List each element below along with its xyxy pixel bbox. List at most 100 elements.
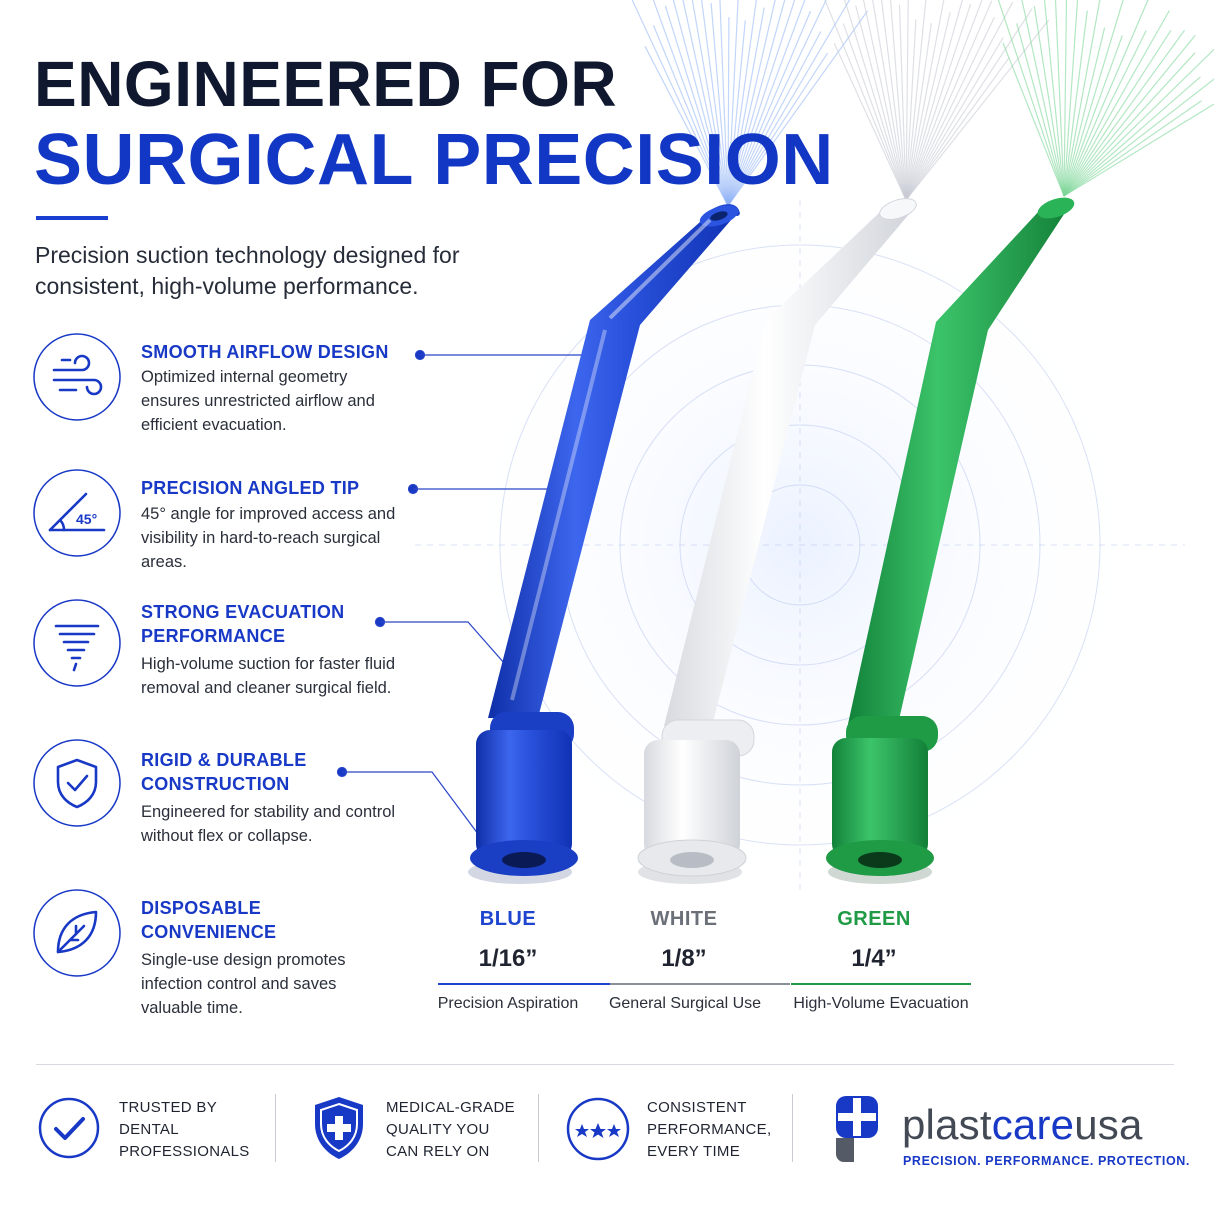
spray-ray	[872, 0, 907, 201]
spray-ray	[1063, 0, 1101, 197]
spray-ray	[1063, 0, 1068, 197]
brand-part-accent: care	[991, 1101, 1075, 1148]
spray-ray	[1033, 6, 1065, 197]
spray-ray	[1063, 27, 1106, 197]
spray-ray	[1063, 100, 1202, 197]
spray-ray	[727, 10, 868, 207]
size-color-name: GREEN	[837, 908, 911, 930]
spray-ray	[1063, 48, 1214, 197]
footer-separator	[275, 1094, 276, 1162]
airflow-icon	[33, 333, 121, 421]
spray-ray	[905, 8, 1033, 201]
callout-lines	[336, 349, 608, 843]
spray-ray	[1063, 52, 1196, 197]
spray-ray	[905, 58, 1010, 201]
spray-ray	[1063, 0, 1124, 197]
spray-ray	[727, 0, 757, 207]
spray-ray	[1063, 30, 1147, 197]
suction-tip-white	[637, 198, 917, 884]
size-value: 1/4”	[851, 945, 897, 972]
spray-ray	[1054, 0, 1065, 197]
spray-ray	[905, 19, 917, 201]
spray-ray	[905, 19, 1050, 201]
suction-tip-green	[826, 197, 1075, 884]
spray-ray	[631, 0, 729, 207]
feature-desc: Engineered for stability and control wit…	[141, 803, 396, 845]
feature-title-line1: DISPOSABLE	[141, 898, 262, 918]
badge-text: MEDICAL-GRADE QUALITY YOU CAN RELY ON	[386, 1097, 515, 1163]
spray-ray	[691, 0, 729, 207]
feature-title-line2: CONVENIENCE	[141, 922, 277, 942]
feature-title-line2: CONSTRUCTION	[141, 774, 290, 794]
badge-text: TRUSTED BY DENTAL PROFESSIONALS	[119, 1097, 250, 1163]
brand-logo-icon	[836, 1096, 878, 1162]
spray-ray	[844, 0, 907, 201]
badge-line: TRUSTED BY	[119, 1099, 218, 1116]
spray-ray	[652, 25, 729, 207]
spray-ray	[727, 7, 765, 207]
headline-line2: SURGICAL PRECISION	[34, 120, 834, 200]
badge-line: DENTAL	[119, 1121, 179, 1138]
size-underline	[610, 983, 790, 985]
spray-ray	[898, 4, 907, 201]
feature-desc: Optimized internal geometry ensures unre…	[141, 368, 375, 434]
badge-line: QUALITY YOU	[386, 1121, 490, 1138]
spray-ray	[905, 17, 995, 201]
feature-title: DISPOSABLE CONVENIENCE	[141, 896, 276, 944]
spray-ray	[855, 5, 907, 201]
spray-ray	[842, 23, 907, 201]
spray-ray	[672, 0, 729, 207]
brand-part: plast	[902, 1101, 992, 1148]
spray-ray	[905, 4, 972, 201]
spray-ray	[710, 2, 729, 207]
spray-ray	[905, 11, 951, 201]
headline-underline	[36, 216, 108, 220]
spray-ray	[905, 1, 1014, 201]
spray-ray	[1043, 0, 1065, 197]
leaf-icon	[33, 889, 121, 977]
feature-title: RIGID & DURABLE CONSTRUCTION	[141, 748, 307, 796]
checkmark-icon	[38, 1097, 100, 1159]
tornado-icon	[33, 599, 121, 687]
spray-ray	[997, 0, 1065, 197]
spray-ray	[1063, 103, 1214, 197]
spray-fan-blue	[631, 0, 868, 207]
spray-ray	[1063, 29, 1172, 197]
size-use: High-Volume Evacuation	[793, 995, 969, 1012]
feature-title: STRONG EVACUATION PERFORMANCE	[141, 600, 344, 648]
spray-ray	[727, 0, 806, 207]
spray-ray	[727, 0, 739, 207]
feature-desc: High-volume suction for faster fluid rem…	[141, 655, 396, 697]
size-color-name: BLUE	[479, 908, 537, 930]
badge-line: MEDICAL-GRADE	[386, 1099, 515, 1116]
spray-ray	[727, 0, 786, 207]
spray-ray	[905, 23, 932, 201]
size-value: 1/8”	[661, 945, 707, 972]
spray-ray	[905, 0, 993, 201]
size-use: Precision Aspiration	[437, 995, 579, 1012]
spray-ray	[905, 37, 1004, 201]
footer-divider	[36, 1064, 1174, 1065]
spray-ray	[905, 0, 909, 201]
badge-line: EVERY TIME	[647, 1143, 741, 1160]
spray-ray	[862, 0, 907, 201]
size-value: 1/16”	[478, 945, 538, 972]
subtitle: Precision suction technology designed fo…	[35, 242, 460, 299]
stars-icon	[566, 1097, 630, 1161]
spray-ray	[1063, 76, 1201, 197]
spray-ray	[1002, 42, 1065, 197]
spray-ray	[905, 0, 963, 201]
spray-ray	[1063, 0, 1149, 197]
brand-part: usa	[1074, 1101, 1143, 1148]
badge-text: CONSISTENT PERFORMANCE, EVERY TIME	[647, 1097, 771, 1163]
spray-ray	[1063, 35, 1123, 197]
angle-icon: 45°	[33, 469, 121, 557]
spray-ray	[682, 0, 729, 207]
badge-line: PROFESSIONALS	[119, 1143, 250, 1160]
suction-tip-blue	[468, 204, 740, 884]
size-use: General Surgical Use	[608, 995, 762, 1012]
spray-ray	[727, 20, 746, 207]
feature-title-line1: STRONG EVACUATION	[141, 602, 345, 622]
medical-shield-icon	[315, 1097, 363, 1159]
